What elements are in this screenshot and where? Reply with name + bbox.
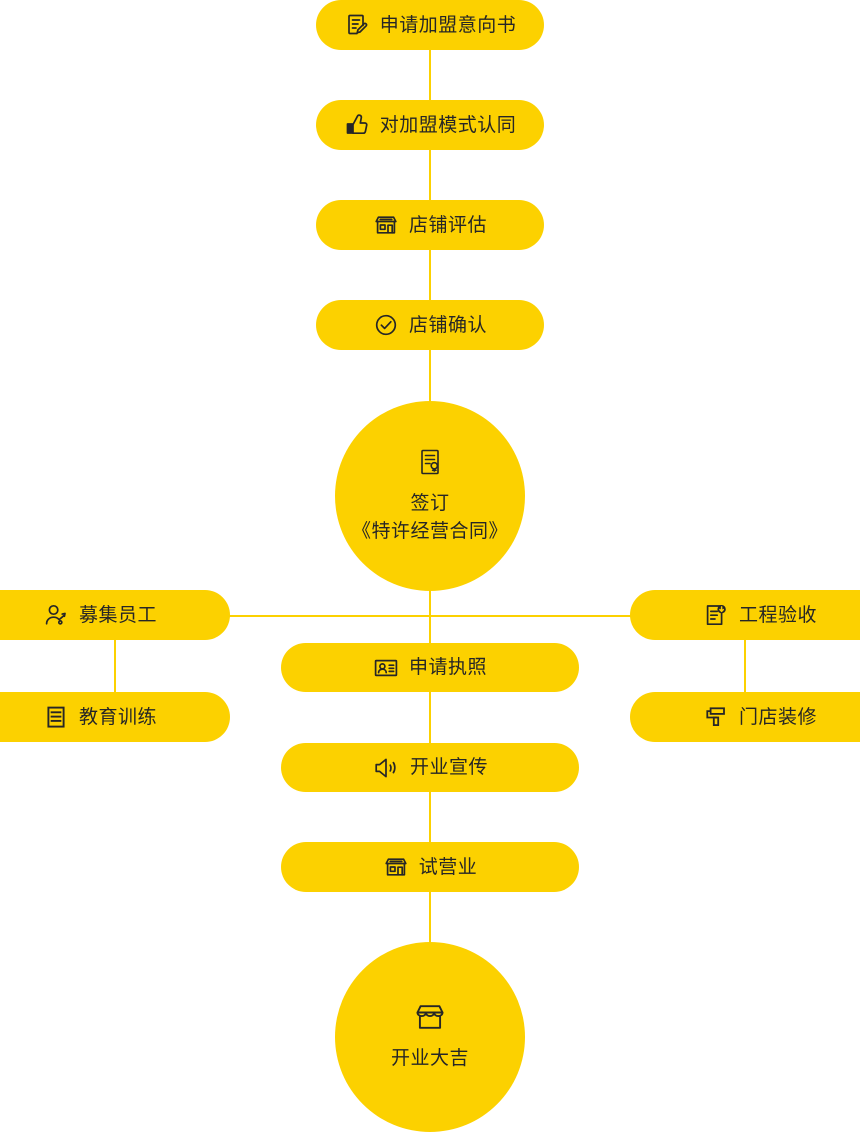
- node-store-decoration[interactable]: 门店装修: [630, 692, 860, 742]
- shop-awning-icon: [412, 1001, 448, 1033]
- node-project-acceptance[interactable]: 工程验收: [630, 590, 860, 640]
- node-opening-promotion[interactable]: 开业宣传: [281, 743, 579, 792]
- paint-roller-icon: [703, 704, 729, 730]
- user-add-icon: [43, 602, 69, 628]
- connector-horizontal-branch: [80, 615, 780, 617]
- node-trial-operation[interactable]: 试营业: [281, 842, 579, 892]
- id-card-icon: [373, 655, 399, 681]
- connector-eval-to-confirm: [429, 250, 431, 300]
- node-label: 门店装修: [738, 706, 817, 728]
- node-label: 工程验收: [738, 604, 817, 626]
- speaker-announce-icon: [372, 755, 400, 781]
- document-edit-icon: [344, 12, 370, 38]
- node-apply-license[interactable]: 申请执照: [281, 643, 579, 692]
- node-label: 教育训练: [78, 706, 157, 728]
- node-label: 募集员工: [78, 604, 157, 626]
- connector-confirm-to-contract: [429, 350, 431, 401]
- document-download-icon: [703, 602, 729, 628]
- node-label: 开业大吉: [390, 1048, 469, 1070]
- connector-license-to-promo: [429, 692, 431, 743]
- connector-accept-to-decoration: [744, 640, 746, 692]
- contract-seal-icon: [414, 446, 446, 478]
- node-label: 试营业: [418, 856, 478, 878]
- book-lines-icon: [43, 704, 69, 730]
- node-store-evaluation[interactable]: 店铺评估: [316, 200, 544, 250]
- node-sign-franchise-contract[interactable]: 签订 《特许经营合同》: [335, 401, 525, 591]
- check-circle-icon: [373, 312, 399, 338]
- connector-recruit-to-training: [114, 640, 116, 692]
- node-label: 开业宣传: [409, 757, 488, 778]
- connector-intent-to-agree: [429, 50, 431, 100]
- node-label: 申请执照: [408, 657, 487, 678]
- node-label-line2: 《特许经营合同》: [351, 521, 508, 542]
- thumbs-up-icon: [344, 112, 370, 138]
- connector-promo-to-trial: [429, 792, 431, 842]
- node-label: 申请加盟意向书: [379, 14, 517, 36]
- storefront-icon: [373, 212, 399, 238]
- node-label: 店铺确认: [408, 314, 487, 336]
- node-label: 店铺评估: [408, 214, 487, 236]
- node-label: 对加盟模式认同: [379, 114, 517, 136]
- node-store-confirm[interactable]: 店铺确认: [316, 300, 544, 350]
- connector-agree-to-eval: [429, 150, 431, 200]
- node-education-training[interactable]: 教育训练: [0, 692, 230, 742]
- node-recruit-staff[interactable]: 募集员工: [0, 590, 230, 640]
- node-label-line1: 签订: [410, 493, 450, 515]
- connector-trial-to-opening: [429, 892, 431, 942]
- node-model-agreement[interactable]: 对加盟模式认同: [316, 100, 544, 150]
- node-intent-letter[interactable]: 申请加盟意向书: [316, 0, 544, 50]
- node-grand-opening[interactable]: 开业大吉: [335, 942, 525, 1132]
- storefront-icon: [383, 854, 409, 880]
